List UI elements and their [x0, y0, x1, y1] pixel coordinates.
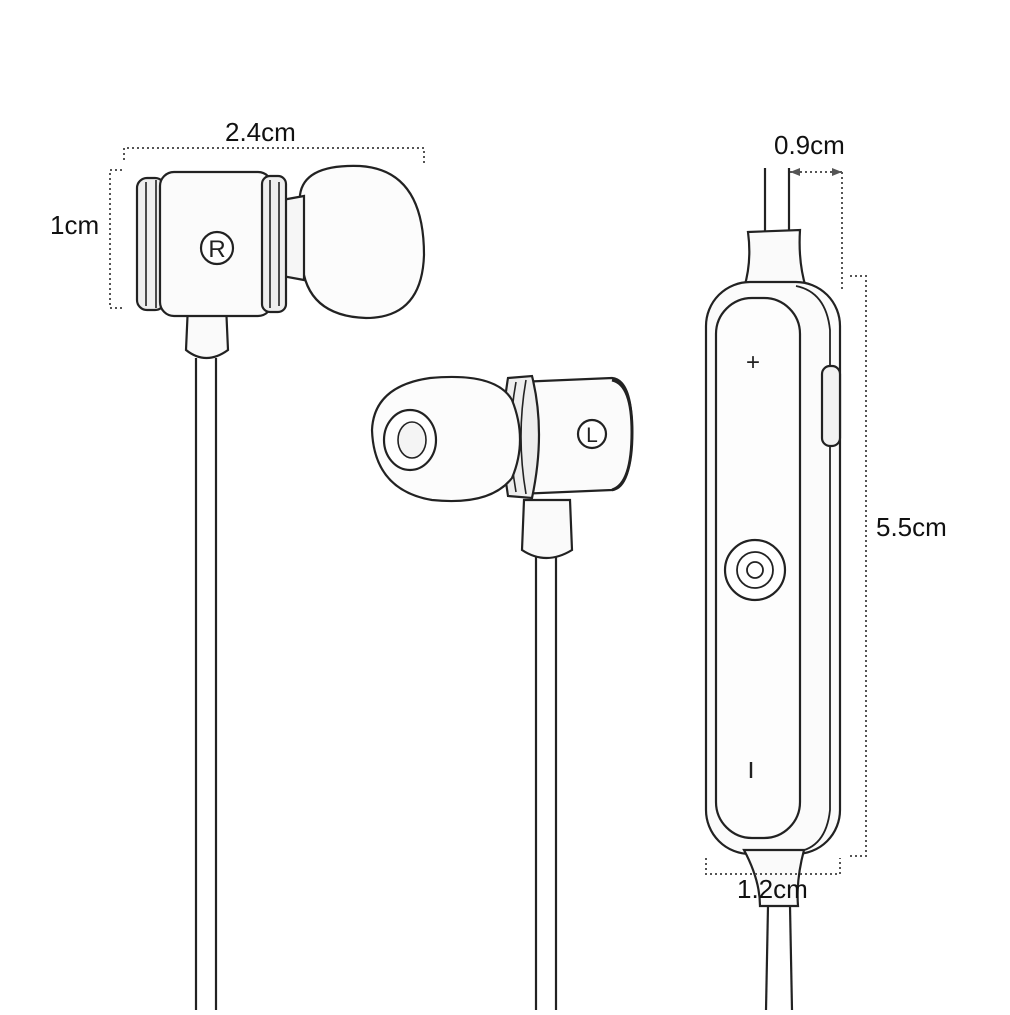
left-earbud-l-badge: [576, 418, 608, 450]
earbud-width-dim-line: [123, 147, 425, 166]
remote-top-strain-relief: [742, 228, 808, 290]
earbud-height-label: 1cm: [50, 210, 100, 240]
remote-thickness-dim-line: [790, 171, 843, 290]
remote-thickness-arrows: [790, 168, 842, 176]
remote-thickness-label: 0.9cm: [774, 130, 845, 160]
right-earbud-stem: [184, 303, 230, 360]
right-earbud-r-mark: R: [208, 236, 225, 263]
remote-length-label: 5.5cm: [876, 512, 947, 542]
remote-width-label: 1.2cm: [737, 874, 808, 904]
remote-volume-up-mark: +: [746, 349, 760, 376]
remote-top-cable: [763, 168, 791, 232]
left-earbud: L: [370, 374, 634, 1010]
left-earbud-stem: [520, 498, 574, 560]
remote-side-button: [820, 364, 842, 448]
remote-length-dim-line: [848, 275, 867, 857]
left-earbud-cable: [534, 555, 558, 1010]
right-earbud: R: [135, 164, 426, 1010]
right-earbud-eartip: [298, 164, 426, 320]
earbud-height-dim-line: [109, 169, 122, 309]
dimension-lines: [109, 147, 867, 875]
right-earbud-front-ring: [260, 174, 288, 314]
left-earbud-l-mark: L: [586, 424, 598, 447]
left-earbud-back-cap: [611, 378, 634, 492]
earbud-width-label: 2.4cm: [225, 117, 296, 147]
right-earbud-r-badge: [199, 230, 235, 266]
right-earbud-cable: [194, 358, 218, 1010]
remote-bottom-cable: [764, 905, 794, 1011]
inline-remote: +: [704, 168, 842, 1011]
remote-bottom-strain-relief: [742, 848, 806, 908]
